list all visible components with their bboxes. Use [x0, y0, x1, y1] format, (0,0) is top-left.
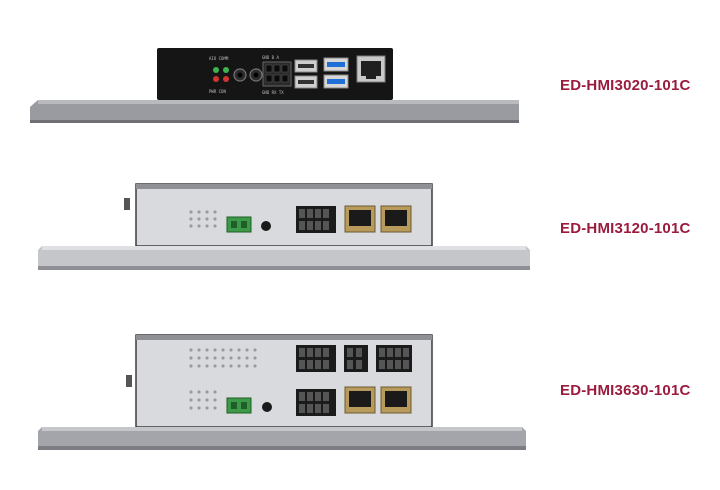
silver-io-box [135, 183, 433, 247]
rj45-port-1 [344, 205, 376, 233]
model-label-hmi3630: ED-HMI3630-101C [560, 382, 691, 399]
led-red-1 [213, 76, 219, 82]
svg-text:GND RX TX: GND RX TX [262, 90, 284, 95]
led-red-2 [223, 76, 229, 82]
round-connector [262, 402, 272, 412]
usb3-port-top [323, 57, 349, 72]
terminal-block-1 [296, 345, 336, 372]
audio-jack [233, 68, 247, 82]
led-green-1 [213, 67, 219, 73]
bezel-hmi3630 [38, 427, 526, 450]
green-power-terminal [226, 216, 252, 233]
rj45-port-2 [380, 205, 412, 233]
terminal-block [262, 61, 292, 87]
model-label-hmi3120: ED-HMI3120-101C [560, 220, 691, 237]
svg-text:PWR CON: PWR CON [209, 89, 226, 94]
side-screw [124, 198, 130, 210]
power-connector [249, 68, 263, 82]
side-screw [126, 375, 132, 387]
terminal-block-3 [376, 345, 412, 372]
led-green-2 [223, 67, 229, 73]
svg-text:GND B A: GND B A [262, 55, 279, 60]
silver-io-box [135, 334, 433, 428]
usb2-port-top [294, 59, 318, 73]
rj45-port-1 [344, 386, 376, 414]
svg-text:AIO COMM: AIO COMM [209, 56, 229, 61]
bezel-hmi3020 [30, 100, 519, 123]
terminal-block [296, 206, 336, 233]
model-label-hmi3020: ED-HMI3020-101C [560, 77, 691, 94]
rj45-port [356, 55, 386, 83]
rj45-port-2 [380, 386, 412, 414]
terminal-block-4 [296, 389, 336, 416]
green-power-terminal [226, 397, 252, 414]
bezel-hmi3120 [38, 246, 530, 270]
usb3-port-bottom [323, 74, 349, 89]
black-io-box [157, 48, 393, 100]
usb2-port-bottom [294, 75, 318, 89]
terminal-block-2 [344, 345, 368, 372]
round-connector [261, 221, 271, 231]
